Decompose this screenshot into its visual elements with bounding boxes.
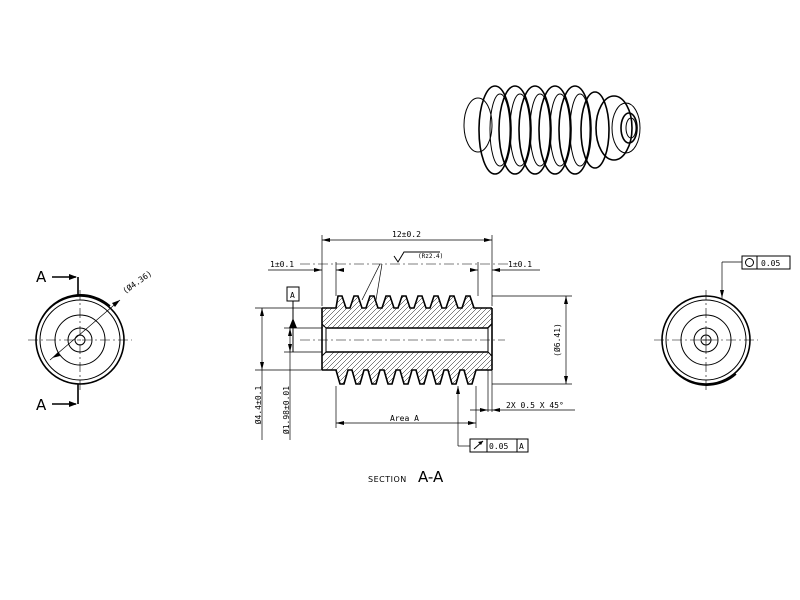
hatch-line [334,352,372,384]
section-caption: SECTION [368,475,407,484]
hatch-line [322,352,347,384]
hatch-line [505,350,541,386]
hatch-line [515,294,551,330]
overall-length-label: 12±0.2 [392,230,421,239]
hatch-line [349,352,387,384]
left-offset-label: 1±0.1 [270,260,294,269]
hatch-line [429,352,467,384]
thread-profile-top [322,295,492,309]
hatch-line [374,296,412,328]
hatch-line [449,352,487,384]
section-cut-marker-bottom: A [36,384,79,414]
hatch-line [515,350,551,386]
hatch-line [510,294,546,330]
hatch-line [369,352,407,384]
hatch-line [479,296,492,328]
hatch-line [339,296,377,328]
cut-marker-bottom-letter: A [36,396,47,414]
hatch-line [484,296,492,328]
diameter-leader-line [49,299,121,361]
section-cut-marker-top: A [36,268,79,296]
hatch-line [495,350,531,386]
runout-datum: A [519,442,524,451]
hatch-line [489,352,492,384]
hatch-line [439,296,477,328]
end-view-diameter-label: (Ø4.36) [120,268,153,296]
hatch-line [324,296,362,328]
hatch-line [505,294,541,330]
surface-finish-symbol: (Rz2.4) [361,251,443,301]
hatch-line [495,294,531,330]
surface-finish-label: (Rz2.4) [418,253,443,260]
datum-feature-a: A [286,286,300,352]
right-end-view: 0.05 [654,255,791,392]
hatch-line [384,352,422,384]
hatch-line [469,296,492,328]
hatch-line [510,350,546,386]
hatch-line [500,350,536,386]
runout-value: 0.05 [489,442,508,451]
hatch-line [322,352,352,384]
hatch-line [322,296,347,328]
left-end-view: (Ø4.36) A A [28,268,154,414]
hatch-line [414,352,452,384]
section-a-a-view: 12±0.2 1±0.1 1±0.1 (Rz2.4) (Ø6.41) [253,230,575,486]
hatch-line [500,294,536,330]
outer-diameter-label: (Ø6.41) [552,323,562,357]
hatch-line [419,296,457,328]
section-name: A-A [418,468,444,486]
root-diameter-label: Ø4.4±0.1 [253,386,263,425]
circularity-icon [745,258,754,267]
hatch-line [322,352,342,384]
circularity-value: 0.05 [761,259,780,268]
thread-profile-bottom [322,369,492,385]
hatch-line [489,296,492,328]
circularity-tolerance-frame: 0.05 [720,255,791,298]
hatch-line [322,352,357,384]
hatch-line [464,352,492,384]
hatch-line [399,352,437,384]
worm-threads [478,85,610,175]
hatch-line [464,296,492,328]
hatch-line [474,296,492,328]
hatch-line [322,352,337,384]
runout-tolerance-frame: 0.05 A [456,386,529,453]
cut-marker-top-letter: A [36,268,47,286]
chamfer-label: 2X 0.5 X 45° [506,401,564,410]
datum-label: A [290,291,295,300]
isometric-worm-view [463,85,641,175]
area-a-label: Area A [390,414,419,423]
hatch-line [389,296,427,328]
hatch-line [404,296,442,328]
hatch-line [359,296,397,328]
right-offset-label: 1±0.1 [508,260,532,269]
bore-diameter-label: Ø1.98±0.01 [281,386,291,434]
